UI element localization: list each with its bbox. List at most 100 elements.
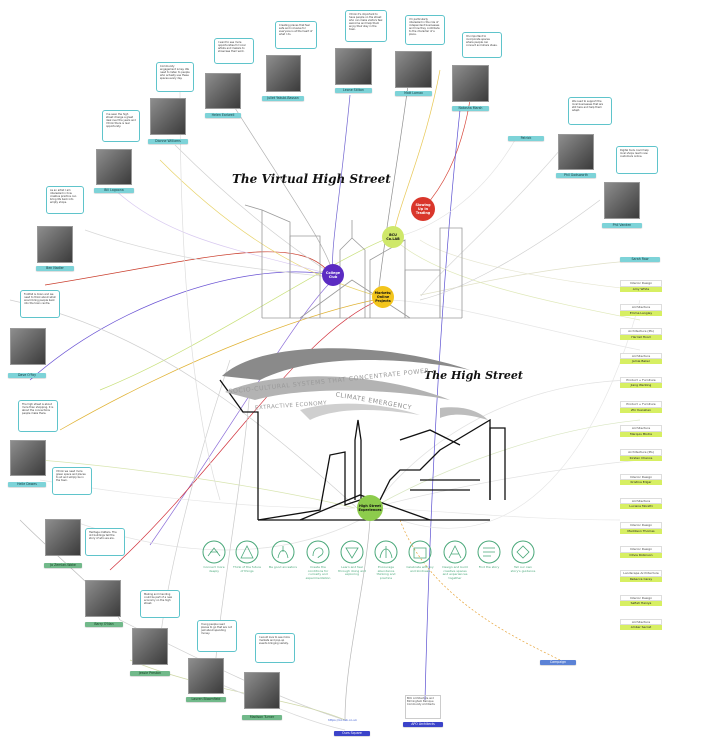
tag-bill-lagoona[interactable]: Bill Lagoona	[94, 188, 134, 193]
avatar-phil-godsworth	[558, 134, 594, 170]
curiosity-icon	[312, 547, 324, 559]
tag-helen-earlwell[interactable]: Helen Earlwell	[205, 113, 241, 118]
node-high-street-experiences[interactable]: High Street Experiences	[357, 495, 383, 521]
discipline-entry[interactable]: Architecture (PG)Kirsten Chance	[601, 449, 681, 461]
bubble-jo: I think we need more green space and pla…	[52, 467, 92, 495]
apo-architects-tag[interactable]: APO Architects	[403, 722, 443, 727]
discipline-person-name: Maddison Thomas	[620, 528, 662, 534]
tag-madison[interactable]: Madison Turner	[242, 715, 282, 720]
tag-jo[interactable]: Jo Zemlan-Wake	[44, 563, 82, 568]
discipline-label: Architecture	[620, 497, 662, 505]
discipline-label: Product + Furniture	[620, 376, 662, 384]
bubble-bill-lagoona: I've seen the high street change a great…	[102, 110, 140, 142]
tag-juliet[interactable]: Juliet Yakubi-Bassan	[262, 96, 304, 101]
discipline-person-name: Rebecca Carey	[620, 576, 662, 582]
story-icon	[483, 547, 495, 557]
node-bcu-colab[interactable]: BCU Co.LAB	[382, 226, 404, 248]
tag-dionne-williams[interactable]: Dionne Williams	[148, 139, 188, 144]
tag-matt-lomax[interactable]: Matt Lomax	[395, 91, 432, 96]
right-list-header[interactable]: Sarah Raw	[620, 257, 660, 262]
discipline-label: Architecture	[620, 618, 662, 626]
discipline-label: Architecture (PG)	[620, 328, 662, 335]
discipline-person-name: Jiang Wenting	[620, 383, 662, 389]
node-college-club-label: College Club	[325, 271, 341, 279]
bubble-lauren: Young people need places to go that are …	[197, 620, 237, 652]
abundance-icon	[379, 546, 393, 559]
tag-lauren[interactable]: Lauren Bloomfield	[186, 697, 226, 702]
tag-jessie[interactable]: Jessie Preston	[130, 671, 170, 676]
value-label: Create the conditions for curiosity and …	[305, 565, 331, 580]
discipline-person-name: Kirsten Chance	[620, 455, 662, 461]
bubble-matt-lomax: I'm particularly interested in the role …	[405, 15, 445, 45]
avatar-lauren	[188, 658, 224, 694]
value-label: Be good ancestors	[269, 565, 297, 569]
tag-phil-godsworth[interactable]: Phil Godsworth	[556, 173, 596, 178]
discipline-person-name: Amber Secret	[620, 625, 662, 631]
tag-barry[interactable]: Barry O'Nan	[85, 622, 123, 627]
bubble-dave-ofay: Footfall is down and we need to think ab…	[20, 290, 60, 318]
avatar-natasha-marsh	[452, 65, 489, 102]
discipline-label: Product + Furniture	[620, 401, 662, 408]
celebrate-icon	[413, 547, 427, 559]
node-slowing-up[interactable]: Slowing Up In Trading	[411, 197, 435, 221]
discipline-person-name: Safiah Haniya	[620, 601, 662, 607]
node-college-club[interactable]: College Club	[322, 264, 344, 286]
colab-link[interactable]: https://co-lab.co.uk	[328, 718, 357, 722]
bubble-helle-dawes: The high street is about more than shopp…	[18, 400, 58, 432]
avatar-dave-ofay	[10, 328, 46, 365]
avatar-jo	[45, 519, 81, 556]
discipline-label: Architecture	[620, 352, 662, 360]
avatar-bill-lagoona	[96, 149, 132, 185]
bubble-phil-vanden: Digital tools could help local shops rea…	[616, 146, 658, 174]
value-label: Celebrate with joy and kindness	[406, 565, 434, 573]
tag-leone-stilton[interactable]: Leone Stilton	[335, 88, 372, 93]
campaign-tag[interactable]: Campaign	[540, 660, 576, 665]
avatar-helle-dawes	[10, 440, 46, 476]
node-markets[interactable]: Markets/ Online Projects	[372, 286, 394, 308]
avatar-barry	[85, 580, 121, 617]
value-label: Encourage abundance thinking and practic…	[376, 565, 396, 580]
tag-natasha-marsh[interactable]: Natasha Marsh	[452, 106, 489, 111]
node-markets-label: Markets/ Online Projects	[374, 291, 392, 303]
ancestors-icon	[277, 546, 289, 559]
discipline-label: Architecture	[620, 425, 662, 432]
discipline-person-name: Harriet Hood	[620, 334, 662, 340]
avatar-dionne-williams	[150, 98, 186, 135]
avatar-juliet	[266, 55, 301, 92]
discipline-label: Landscape Architecture	[620, 570, 662, 577]
tag-phil-vanden[interactable]: Phil Vanden	[602, 223, 642, 228]
high-street-sketch	[219, 379, 506, 521]
value-label: Tell our own story's guidance	[510, 565, 536, 573]
tag-helle-dawes[interactable]: Helle Dawes	[8, 482, 46, 487]
explore-icon	[345, 547, 359, 559]
virtual-high-street-title: The Virtual High Street	[232, 172, 391, 186]
value-label: Connect more deeply	[203, 565, 225, 573]
discipline-person-name: Amy White	[620, 286, 662, 292]
bubble-jessie: Making and mending could be part of a ne…	[140, 590, 180, 618]
discipline-entry[interactable]: Architecture (PG)Harriet Hood	[601, 328, 681, 340]
bubble-ben-nadler: As an artist I am interested in how crea…	[46, 186, 84, 214]
discipline-person-name: Kristina Edgar	[620, 480, 662, 486]
discipline-label: Interior Design	[620, 546, 662, 553]
connect-icon	[207, 547, 221, 557]
tag-patrick[interactable]: Patrick	[508, 136, 544, 141]
avatar-helen-earlwell	[205, 73, 241, 109]
ours-square-tag[interactable]: Ours Square	[334, 731, 370, 736]
avatar-madison	[244, 672, 280, 709]
tag-dave-ofay[interactable]: Dave O'Fay	[8, 373, 46, 378]
tag-ben-nadler[interactable]: Ben Nadler	[36, 266, 74, 271]
